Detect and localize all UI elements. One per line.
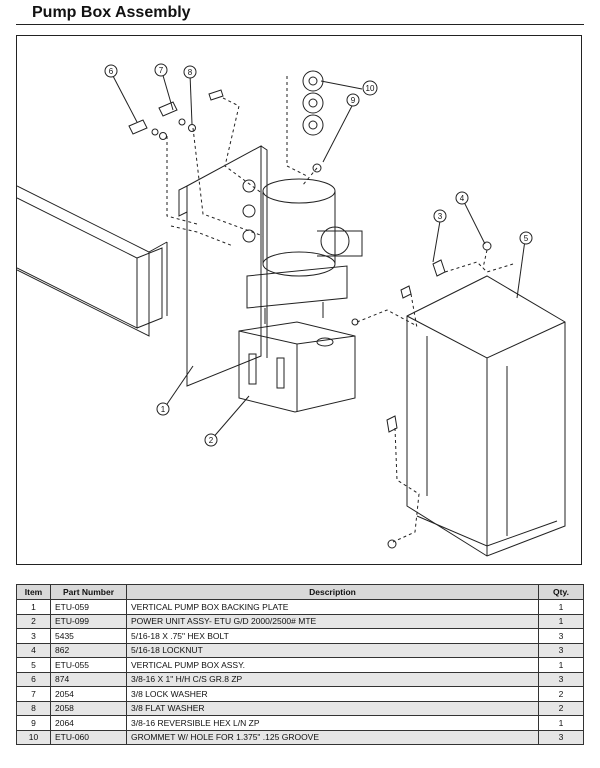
header-part-number: Part Number xyxy=(50,584,127,600)
cell-desc: 3/8 FLAT WASHER xyxy=(126,700,539,716)
cell-desc: 5/16-18 LOCKNUT xyxy=(126,642,539,658)
parts-table: Item Part Number Description Qty. 1 ETU-… xyxy=(16,584,584,745)
cell-part: 2054 xyxy=(50,686,127,702)
hardware xyxy=(128,89,492,549)
cell-desc: GROMMET W/ HOLE FOR 1.375" .125 GROOVE xyxy=(126,729,539,745)
cell-item: 1 xyxy=(16,599,51,615)
cell-item: 4 xyxy=(16,642,51,658)
cell-item: 10 xyxy=(16,729,51,745)
cell-item: 2 xyxy=(16,613,51,629)
cell-qty: 2 xyxy=(538,686,584,702)
cell-desc: 3/8 LOCK WASHER xyxy=(126,686,539,702)
table-row: 10 ETU-060 GROMMET W/ HOLE FOR 1.375" .1… xyxy=(16,729,584,745)
cell-part: 874 xyxy=(50,671,127,687)
table-row: 7 2054 3/8 LOCK WASHER 2 xyxy=(16,686,584,702)
callout-5: 5 xyxy=(519,231,533,245)
cell-qty: 2 xyxy=(538,700,584,716)
cell-part: 2064 xyxy=(50,715,127,731)
callout-3: 3 xyxy=(433,209,447,223)
cell-desc: 5/16-18 X .75" HEX BOLT xyxy=(126,628,539,644)
exploded-diagram: 6 7 8 10 9 4 3 5 1 2 xyxy=(16,35,582,565)
backing-plate xyxy=(178,145,268,387)
cell-part: ETU-099 xyxy=(50,613,127,629)
cell-qty: 3 xyxy=(538,671,584,687)
cell-qty: 3 xyxy=(538,729,584,745)
header-description: Description xyxy=(126,584,539,600)
cell-item: 5 xyxy=(16,657,51,673)
table-row: 2 ETU-099 POWER UNIT ASSY- ETU G/D 2000/… xyxy=(16,613,584,629)
callout-8: 8 xyxy=(183,65,197,79)
exploded-view-drawing: 6 7 8 10 9 4 3 5 1 2 xyxy=(17,63,566,557)
cell-desc: POWER UNIT ASSY- ETU G/D 2000/2500# MTE xyxy=(126,613,539,629)
cell-part: 5435 xyxy=(50,628,127,644)
header-item: Item xyxy=(16,584,51,600)
cell-desc: VERTICAL PUMP BOX BACKING PLATE xyxy=(126,599,539,615)
frame-beam xyxy=(17,185,168,337)
table-row: 1 ETU-059 VERTICAL PUMP BOX BACKING PLAT… xyxy=(16,599,584,615)
table-row: 9 2064 3/8-16 REVERSIBLE HEX L/N ZP 1 xyxy=(16,715,584,731)
svg-text:3: 3 xyxy=(438,212,443,221)
cell-qty: 3 xyxy=(538,642,584,658)
page-title: Pump Box Assembly xyxy=(32,4,191,21)
table-row: 6 874 3/8-16 X 1" H/H C/S GR.8 ZP 3 xyxy=(16,671,584,687)
svg-text:10: 10 xyxy=(366,84,375,93)
header-qty: Qty. xyxy=(538,584,584,600)
cell-part: ETU-055 xyxy=(50,657,127,673)
cell-item: 9 xyxy=(16,715,51,731)
table-row: 3 5435 5/16-18 X .75" HEX BOLT 3 xyxy=(16,628,584,644)
cell-part: 2058 xyxy=(50,700,127,716)
svg-text:1: 1 xyxy=(161,405,166,414)
cell-item: 6 xyxy=(16,671,51,687)
cell-qty: 1 xyxy=(538,599,584,615)
cell-desc: 3/8-16 REVERSIBLE HEX L/N ZP xyxy=(126,715,539,731)
cell-qty: 1 xyxy=(538,613,584,629)
callout-7: 7 xyxy=(154,63,168,77)
cell-part: ETU-059 xyxy=(50,599,127,615)
cell-part: 862 xyxy=(50,642,127,658)
svg-text:6: 6 xyxy=(109,67,114,76)
callout-10: 10 xyxy=(362,80,378,96)
cell-qty: 3 xyxy=(538,628,584,644)
callout-9: 9 xyxy=(346,93,360,107)
svg-text:2: 2 xyxy=(209,436,214,445)
callout-4: 4 xyxy=(455,191,469,205)
cell-qty: 1 xyxy=(538,715,584,731)
cell-desc: 3/8-16 X 1" H/H C/S GR.8 ZP xyxy=(126,671,539,687)
callout-6: 6 xyxy=(104,64,118,78)
title-rule xyxy=(16,24,584,25)
callout-2: 2 xyxy=(204,433,218,447)
table-row: 4 862 5/16-18 LOCKNUT 3 xyxy=(16,642,584,658)
callout-1: 1 xyxy=(156,402,170,416)
pump-box xyxy=(406,275,566,557)
grommets xyxy=(302,70,324,136)
table-row: 5 ETU-055 VERTICAL PUMP BOX ASSY. 1 xyxy=(16,657,584,673)
svg-text:9: 9 xyxy=(351,96,356,105)
cell-item: 7 xyxy=(16,686,51,702)
cell-item: 3 xyxy=(16,628,51,644)
svg-text:8: 8 xyxy=(188,68,193,77)
table-row: 8 2058 3/8 FLAT WASHER 2 xyxy=(16,700,584,716)
cell-item: 8 xyxy=(16,700,51,716)
svg-text:4: 4 xyxy=(460,194,465,203)
cell-part: ETU-060 xyxy=(50,729,127,745)
svg-text:5: 5 xyxy=(524,234,529,243)
cell-qty: 1 xyxy=(538,657,584,673)
cell-desc: VERTICAL PUMP BOX ASSY. xyxy=(126,657,539,673)
power-unit xyxy=(238,178,363,413)
svg-text:7: 7 xyxy=(159,66,164,75)
table-header-row: Item Part Number Description Qty. xyxy=(16,584,584,600)
callout-leaders xyxy=(112,71,526,441)
